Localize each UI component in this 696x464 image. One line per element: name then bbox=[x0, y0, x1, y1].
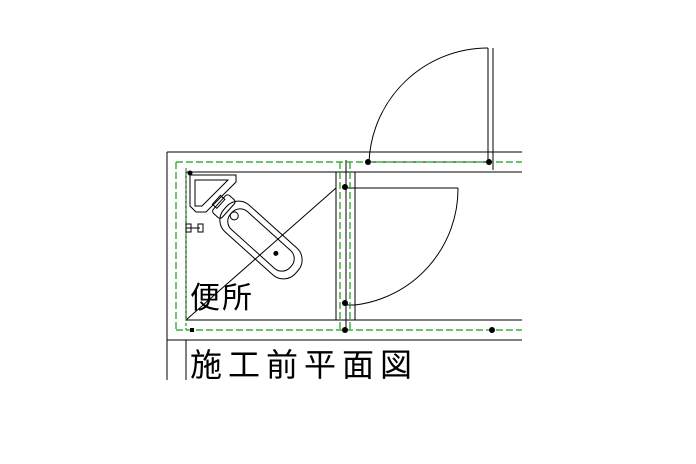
grid-lines bbox=[175, 161, 522, 331]
corridor-walls bbox=[345, 160, 522, 332]
drawing-title: 施工前平面図 bbox=[190, 346, 418, 384]
corner-sink-icon bbox=[185, 174, 237, 233]
toilet-icon bbox=[211, 194, 303, 280]
room-label: 便所 bbox=[190, 281, 254, 316]
partition-diagonal bbox=[185, 187, 337, 321]
door-swing-arc bbox=[354, 187, 459, 306]
column-markers bbox=[187, 159, 495, 333]
outer-wall-lines bbox=[166, 151, 522, 380]
